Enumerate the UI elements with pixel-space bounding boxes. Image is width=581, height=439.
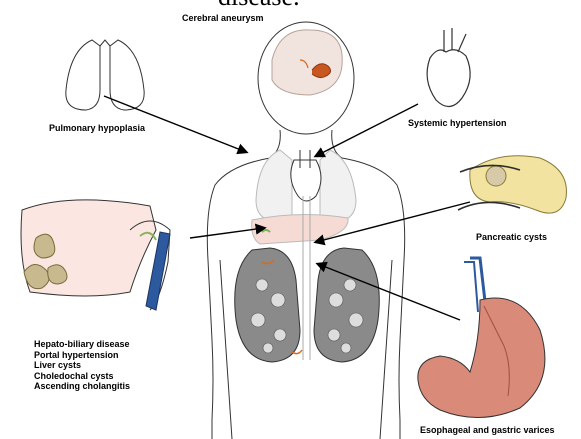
- kidneys: [235, 248, 380, 362]
- arrow-systemic: [316, 104, 418, 156]
- pancreas-illustration: [458, 156, 566, 213]
- brain: [272, 30, 342, 95]
- liver-condition-item: Portal hypertension: [34, 350, 130, 361]
- label-pulmonary-hypoplasia: Pulmonary hypoplasia: [49, 123, 145, 133]
- liver-illustration: [21, 200, 170, 310]
- label-pancreatic-cysts: Pancreatic cysts: [476, 232, 547, 242]
- liver-condition-item: Ascending cholangitis: [34, 381, 130, 392]
- liver-conditions-list: Hepato-biliary disease Portal hypertensi…: [34, 339, 130, 392]
- liver-condition-item: Liver cysts: [34, 360, 130, 371]
- liver-condition-item: Hepato-biliary disease: [34, 339, 130, 350]
- body-heart: [291, 150, 321, 201]
- label-systemic-hypertension: Systemic hypertension: [408, 118, 507, 128]
- stomach-illustration: [418, 258, 545, 418]
- lungs-illustration: [66, 40, 144, 110]
- heart-illustration: [427, 28, 470, 107]
- label-esophageal-varices: Esophageal and gastric varices: [420, 425, 555, 435]
- label-cerebral-aneurysm: Cerebral aneurysm: [182, 13, 264, 23]
- liver-condition-item: Choledochal cysts: [34, 371, 130, 382]
